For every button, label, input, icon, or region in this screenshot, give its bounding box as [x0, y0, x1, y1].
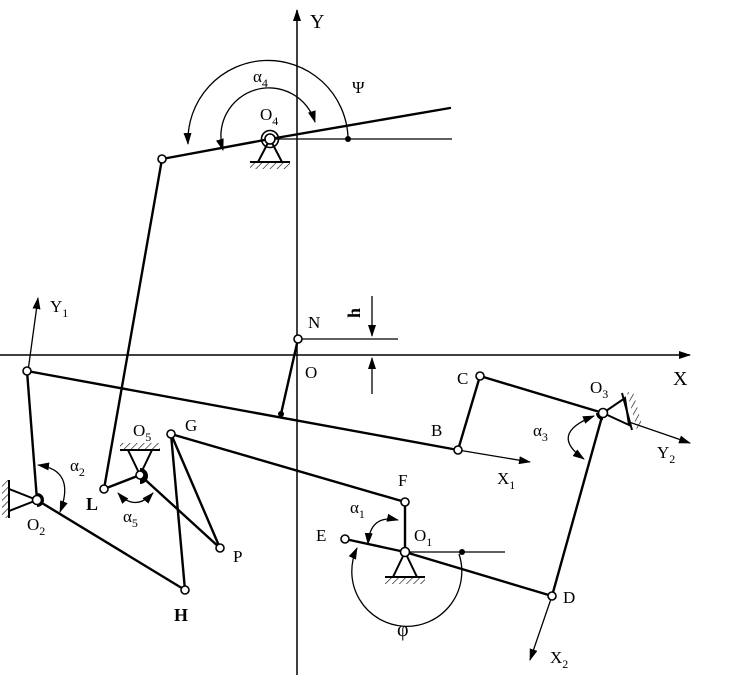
link-l-o5 — [102, 473, 142, 491]
y-axis-label: Y — [310, 11, 324, 33]
label-alpha5: α5 — [123, 507, 138, 530]
x2-axis — [529, 595, 553, 661]
pivot-labels: O4 O5 O2 O1 O3 — [27, 105, 608, 549]
link-o5-p — [138, 473, 222, 550]
link-n-slider — [279, 337, 300, 416]
label-d: D — [563, 588, 575, 607]
label-alpha4: α4 — [253, 67, 268, 90]
joint-n-slider — [278, 411, 284, 417]
label-p: P — [233, 547, 242, 566]
x1-axis-label: X1 — [497, 469, 515, 492]
label-l: L — [86, 494, 98, 514]
x-axis-label: X — [673, 368, 688, 390]
joint-o5 — [135, 470, 145, 480]
link-b-c — [456, 374, 482, 452]
label-alpha2: α2 — [70, 456, 85, 479]
link-o1-e — [343, 537, 407, 554]
joint-o1 — [399, 546, 411, 558]
label-e: E — [316, 526, 326, 545]
link-main-bar — [25, 369, 460, 452]
angle-arcs — [37, 59, 595, 627]
link-g-h — [169, 432, 187, 592]
joint-f — [400, 497, 410, 507]
global-axes: X Y O — [0, 9, 691, 675]
joint-y1 — [22, 366, 32, 376]
h-dimension-label: h — [344, 308, 364, 318]
arc-phi — [348, 547, 463, 627]
joint-h — [180, 585, 190, 595]
joint-l — [99, 484, 109, 494]
y2-axis-label: Y2 — [657, 443, 675, 466]
links — [25, 106, 605, 598]
joint-e — [340, 534, 350, 544]
label-o4: O4 — [260, 105, 278, 128]
label-psi: Ψ — [352, 78, 365, 97]
joint-b — [453, 445, 463, 455]
arc-alpha3 — [567, 415, 595, 460]
joint-g — [166, 429, 176, 439]
joint-o3 — [597, 407, 609, 419]
arc-alpha4-outer — [183, 59, 349, 145]
label-h: H — [174, 605, 188, 625]
label-phi: φ — [397, 619, 409, 641]
link-rocker-l — [102, 157, 164, 491]
link-o4-left — [160, 137, 272, 161]
support-o3 — [596, 391, 643, 431]
link-o3-d — [550, 411, 605, 598]
link-g-f — [169, 432, 407, 504]
label-o2: O2 — [27, 515, 45, 538]
reference-lines — [270, 136, 505, 555]
arc-alpha5 — [117, 492, 154, 504]
joint-top-left — [157, 154, 167, 164]
arc-alpha2 — [37, 462, 68, 513]
link-y1-o2 — [25, 369, 39, 502]
joint-n — [293, 334, 303, 344]
arc-alpha4-inner — [215, 87, 316, 151]
angle-labels: α4 Ψ α2 α3 α5 α1 φ — [70, 67, 548, 641]
joint-o2 — [31, 494, 43, 506]
x1-axis — [457, 449, 531, 465]
o4-reference-dot — [345, 136, 351, 142]
label-alpha1: α1 — [350, 498, 365, 521]
joint-d — [547, 591, 557, 601]
label-o5: O5 — [133, 421, 151, 444]
link-o2-h — [35, 498, 187, 592]
label-o1: O1 — [414, 526, 432, 549]
o1-reference-dot — [459, 549, 465, 555]
label-o3: O3 — [590, 378, 608, 401]
arc-alpha1 — [364, 513, 399, 545]
link-c-o3 — [478, 374, 605, 415]
label-g: G — [185, 416, 197, 435]
joint-c — [475, 371, 485, 381]
label-n: N — [308, 313, 320, 332]
dimension-h: h — [344, 296, 376, 394]
point-labels: N B C D E F G H L P — [86, 313, 575, 625]
link-d-o1 — [403, 550, 554, 598]
y1-axis — [27, 297, 41, 372]
label-alpha3: α3 — [533, 421, 548, 444]
x2-axis-label: X2 — [550, 648, 568, 671]
support-o1 — [385, 549, 425, 584]
support-o5 — [120, 443, 160, 484]
label-b: B — [431, 421, 442, 440]
label-c: C — [457, 369, 468, 388]
joint-o4 — [264, 133, 276, 145]
origin-label: O — [305, 363, 317, 382]
label-f: F — [398, 471, 407, 490]
joint-p — [215, 543, 225, 553]
y1-axis-label: Y1 — [50, 297, 68, 320]
link-g-p — [169, 432, 222, 550]
